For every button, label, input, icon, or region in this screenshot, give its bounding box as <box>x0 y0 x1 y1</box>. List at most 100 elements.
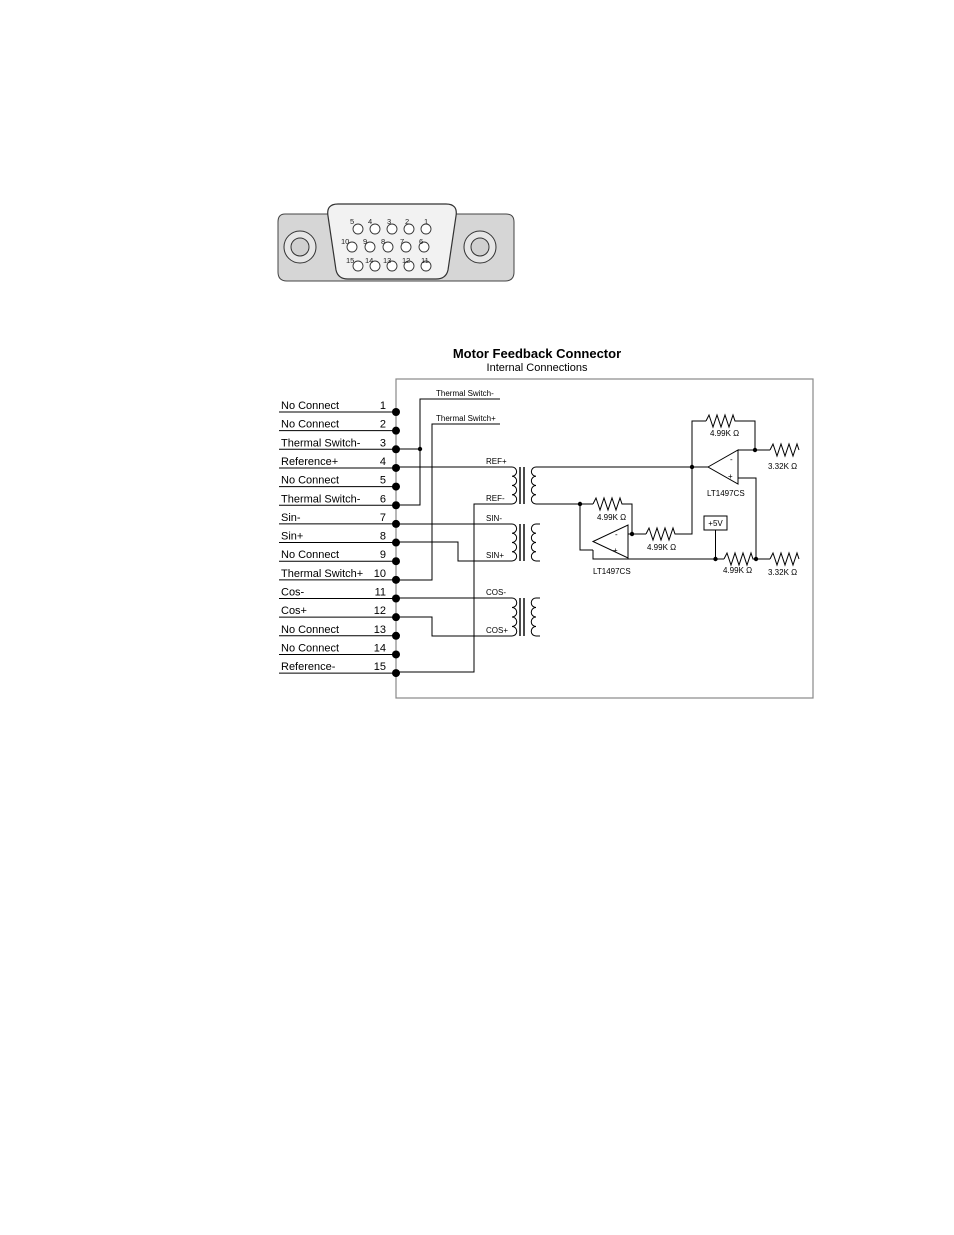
pin-row: Cos- 11 <box>279 587 400 603</box>
pin-number: 3 <box>387 217 391 226</box>
pin-number: 7 <box>380 512 386 524</box>
pin-name: Cos- <box>281 587 305 599</box>
resistor-label: 3.32K Ω <box>768 568 797 577</box>
pin-name: No Connect <box>281 549 339 561</box>
pin-row: Reference+ 4 <box>279 456 400 472</box>
pin-number: 2 <box>405 217 409 226</box>
connector-pin-numbers: 5 4 3 2 1 10 9 8 7 6 15 14 13 12 11 <box>341 217 429 265</box>
pin-number: 12 <box>402 256 410 265</box>
pin-name: Sin- <box>281 512 301 524</box>
ref-transformer <box>508 466 540 505</box>
pin-name: No Connect <box>281 624 339 636</box>
label-ref-plus: REF+ <box>486 457 507 466</box>
pin-number: 2 <box>380 419 386 431</box>
pin-junction-dot <box>392 482 400 491</box>
svg-text:-: - <box>615 530 618 539</box>
pin-number: 1 <box>424 217 428 226</box>
diagram-subtitle: Internal Connections <box>487 362 588 374</box>
pin-number: 13 <box>383 256 391 265</box>
pin-name: Thermal Switch- <box>281 493 361 505</box>
pin-number: 11 <box>421 256 429 265</box>
svg-text:+: + <box>728 472 733 481</box>
pin-number: 14 <box>374 642 386 654</box>
pin-name: No Connect <box>281 419 339 431</box>
pin-row: Sin+8 <box>279 531 400 547</box>
resistor-label: 4.99K Ω <box>723 566 752 575</box>
pin-number: 4 <box>368 217 372 226</box>
pin-number: 13 <box>374 624 386 636</box>
label-ref-minus: REF- <box>486 494 505 503</box>
connector-pin-holes <box>346 223 432 272</box>
pin-name: Cos+ <box>281 605 307 617</box>
internal-labels: Thermal Switch- Thermal Switch+ REF+ REF… <box>436 389 508 635</box>
pin-number: 8 <box>380 531 386 543</box>
opamp-label: LT1497CS <box>593 567 631 576</box>
svg-text:-: - <box>730 455 733 464</box>
diagram-title: Motor Feedback Connector <box>453 346 621 361</box>
supply-5v-label: +5V <box>708 519 723 528</box>
pin-junction-dot <box>392 631 400 640</box>
label-sin-plus: SIN+ <box>486 551 504 560</box>
sin-transformer <box>508 523 540 562</box>
pin-row: No Connect 9 <box>279 549 400 566</box>
internal-wiring <box>396 398 692 673</box>
pin-row: Thermal Switch+ 10 <box>279 568 400 584</box>
label-thermal-switch-minus: Thermal Switch- <box>436 389 494 398</box>
opamp-bottom-symbol <box>591 524 629 559</box>
label-sin-minus: SIN- <box>486 514 502 523</box>
pin-number: 4 <box>380 456 386 468</box>
opamp-top-symbol <box>706 449 739 485</box>
pin-row: No Connect 13 <box>279 624 400 640</box>
svg-text:+: + <box>613 546 618 555</box>
opamp-label: LT1497CS <box>707 489 745 498</box>
pin-junction-dot <box>392 426 400 435</box>
pin-name: No Connect <box>281 400 339 412</box>
pin-number: 10 <box>374 568 386 580</box>
pin-number: 11 <box>375 587 386 599</box>
pin-row: Cos+12 <box>279 605 400 622</box>
pin-junction-dot <box>392 557 400 566</box>
pin-number: 3 <box>380 437 386 449</box>
label-cos-minus: COS- <box>486 588 506 597</box>
pin-junction-dot <box>392 650 400 659</box>
dsub15-connector-illustration: 5 4 3 2 1 10 9 8 7 6 15 14 13 12 11 <box>277 203 515 282</box>
pin-name: Reference- <box>281 661 336 673</box>
pin-number: 6 <box>419 237 423 246</box>
label-cos-plus: COS+ <box>486 626 508 635</box>
pin-number: 6 <box>380 493 386 505</box>
cos-transformer <box>508 597 540 637</box>
pin-name: No Connect <box>281 642 339 654</box>
pin-number: 15 <box>346 256 354 265</box>
resistor-label: 4.99K Ω <box>597 513 626 522</box>
pin-name: Reference+ <box>281 456 338 468</box>
pin-number: 5 <box>350 217 354 226</box>
pin-number: 7 <box>400 237 404 246</box>
pin-junction-dot <box>392 669 400 678</box>
pin-name: Thermal Switch+ <box>281 568 363 580</box>
amplifier-circuit: - + - + +5V <box>577 413 800 567</box>
resistor-label: 3.32K Ω <box>768 462 797 471</box>
pin-row: Thermal Switch-3 <box>279 437 400 454</box>
pin-row: Thermal Switch- 6 <box>279 493 400 510</box>
pin-number: 9 <box>363 237 367 246</box>
resistor-label: 4.99K Ω <box>710 429 739 438</box>
pin-row: Reference- 15 <box>279 661 400 678</box>
pin-row: Sin- 7 <box>279 512 400 528</box>
pin-junction-dot <box>392 538 400 547</box>
pin-row: No Connect 14 <box>279 642 400 659</box>
label-thermal-switch-plus: Thermal Switch+ <box>436 414 496 423</box>
pin-row: No Connect 2 <box>279 419 400 435</box>
pin-number: 15 <box>374 661 386 673</box>
pin-number: 8 <box>381 237 385 246</box>
component-labels: 4.99K Ω 3.32K Ω LT1497CS 4.99K Ω 4.99K Ω… <box>593 429 797 577</box>
pin-number: 9 <box>380 549 386 561</box>
pin-number: 10 <box>341 237 349 246</box>
resistor-label: 4.99K Ω <box>647 543 676 552</box>
pin-name: No Connect <box>281 475 339 487</box>
pin-junction-dot <box>392 408 400 416</box>
pin-number: 5 <box>380 475 386 487</box>
pin-row: No Connect 5 <box>279 475 400 491</box>
